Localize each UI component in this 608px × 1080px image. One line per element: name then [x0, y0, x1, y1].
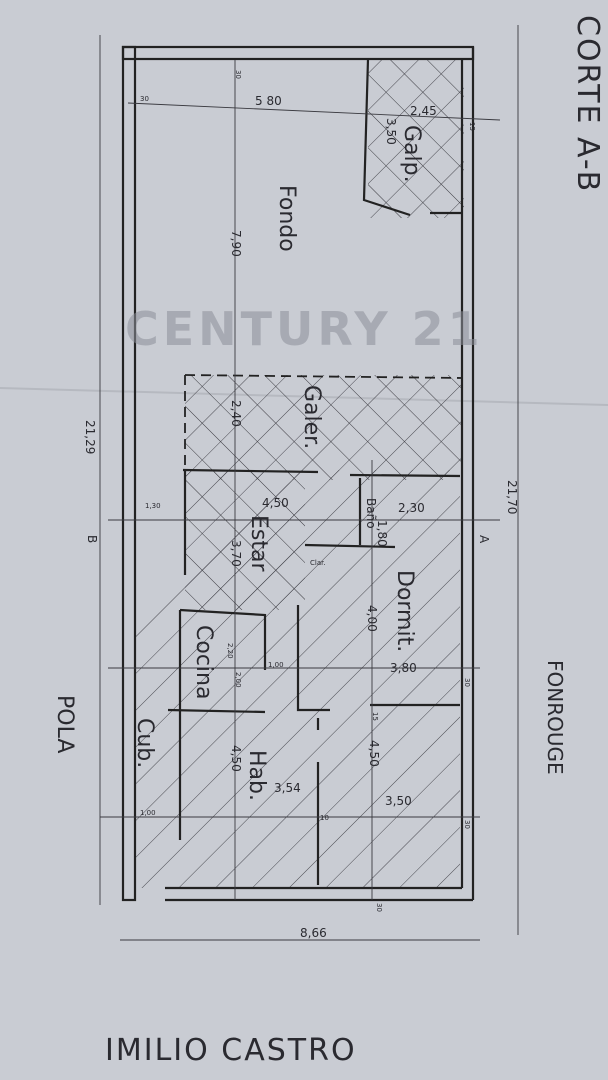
- interior-walls: [167, 58, 463, 885]
- label-habitacion: Hab.: [244, 750, 269, 801]
- svg-text:10: 10: [320, 814, 329, 822]
- svg-text:1,00: 1,00: [268, 661, 284, 669]
- svg-text:4,50: 4,50: [367, 740, 381, 767]
- svg-text:30: 30: [463, 820, 471, 829]
- svg-text:2,30: 2,30: [398, 501, 425, 515]
- galeria-hatch: [185, 375, 461, 480]
- svg-text:30: 30: [375, 903, 383, 912]
- dimension-labels: 5 80 7,90 2,45 3,50 2,40 4,50 3,70 2,30 …: [83, 70, 519, 940]
- label-cocina: Cocina: [191, 625, 216, 699]
- street-left: POLA: [52, 695, 77, 753]
- svg-text:1,80: 1,80: [375, 520, 389, 547]
- drawing-title: CORTE A-B: [570, 15, 605, 193]
- svg-text:21,70: 21,70: [505, 480, 519, 514]
- svg-text:4,50: 4,50: [262, 496, 289, 510]
- dimension-lines: [99, 25, 519, 941]
- svg-text:2,20: 2,20: [226, 643, 234, 659]
- svg-text:30: 30: [463, 678, 471, 687]
- svg-text:4,50: 4,50: [229, 745, 243, 772]
- svg-text:2,45: 2,45: [410, 104, 437, 118]
- svg-text:8,66: 8,66: [300, 926, 327, 940]
- svg-text:2,00: 2,00: [234, 672, 242, 688]
- svg-text:15: 15: [371, 712, 379, 721]
- svg-text:3,54: 3,54: [274, 781, 301, 795]
- svg-text:30: 30: [234, 70, 242, 79]
- svg-text:3,50: 3,50: [384, 118, 398, 145]
- label-dormitorio: Dormit.: [392, 570, 417, 652]
- street-right: FONROUGE: [543, 660, 567, 775]
- svg-text:3,80: 3,80: [390, 661, 417, 675]
- label-galpon: Galp.: [399, 125, 424, 183]
- svg-text:4,00: 4,00: [365, 605, 379, 632]
- label-fondo: Fondo: [274, 185, 299, 252]
- watermark: CENTURY 21: [125, 302, 484, 356]
- street-bottom: IMILIO CASTRO: [105, 1033, 357, 1068]
- svg-text:15: 15: [468, 122, 476, 131]
- svg-text:21,29: 21,29: [83, 420, 97, 454]
- svg-text:3,70: 3,70: [229, 540, 243, 567]
- svg-text:1,30: 1,30: [145, 502, 161, 510]
- label-galeria: Galer.: [299, 385, 324, 449]
- svg-text:1,00: 1,00: [140, 809, 156, 817]
- svg-text:7,90: 7,90: [229, 230, 243, 257]
- label-placard: Clar.: [310, 559, 326, 567]
- svg-text:30: 30: [140, 95, 149, 103]
- section-mark-a: A: [477, 535, 491, 544]
- svg-text:3,50: 3,50: [385, 794, 412, 808]
- label-cubierto: Cub.: [132, 718, 157, 768]
- galpon-hatch: [368, 58, 464, 218]
- label-estar: Estar: [246, 515, 271, 572]
- room-labels: Fondo Galp. Galer. Estar Dormit. Baño Cl…: [132, 125, 424, 801]
- svg-text:5 80: 5 80: [255, 94, 282, 108]
- section-mark-b: B: [85, 535, 99, 543]
- label-bano: Baño: [364, 498, 378, 529]
- svg-text:2,40: 2,40: [229, 400, 243, 427]
- outer-walls: [121, 45, 475, 902]
